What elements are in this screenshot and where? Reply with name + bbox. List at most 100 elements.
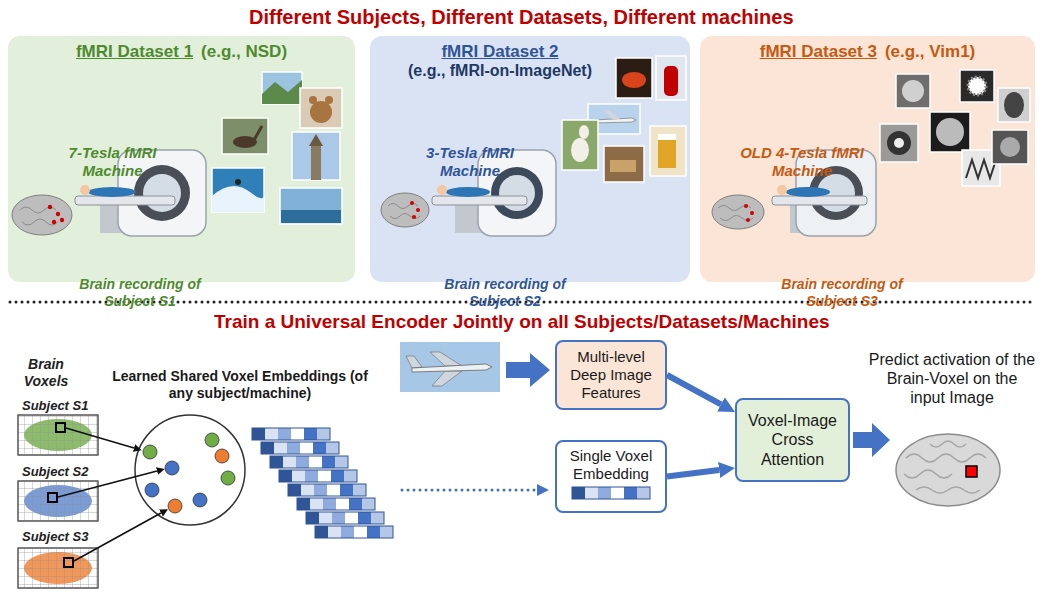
- process-box: Single Voxel Embedding: [555, 440, 667, 513]
- embedding-stack: [279, 470, 357, 482]
- brain-icon: [22, 219, 58, 225]
- dataset-title: fMRI Dataset 3: [760, 42, 877, 62]
- embedding-stack: [252, 428, 393, 538]
- embedding-space: [143, 445, 157, 459]
- brain-icon: [744, 204, 748, 208]
- brain-icon: [896, 434, 1000, 506]
- brain-icon: [712, 195, 764, 229]
- output-caption: Predict activation of the Brain-Voxel on…: [868, 350, 1036, 408]
- mri-scanner: [75, 196, 175, 205]
- embedding-stack: [297, 498, 375, 510]
- mri-scanner: [88, 187, 136, 197]
- block-arrow: [506, 353, 550, 387]
- embedding-vector: [572, 487, 650, 499]
- embedding-caption: Learned Shared Voxel Embeddings (of any …: [105, 368, 375, 402]
- brain-icon: [416, 208, 420, 212]
- page-title: Different Subjects, Different Datasets, …: [249, 5, 794, 29]
- recording-label: Brain recording of Subject S1: [70, 276, 210, 310]
- dataset-example: (e.g., NSD): [201, 42, 287, 62]
- stimulus-photos: [281, 210, 341, 223]
- brain-icon: [930, 441, 966, 447]
- stimulus-photos: [616, 58, 652, 98]
- input-image: [400, 342, 500, 392]
- embedding-space: [135, 415, 245, 525]
- input-image: [400, 342, 500, 392]
- machine-label: 3-Tesla fMRI Machine: [405, 144, 535, 180]
- stimulus-photos: [880, 70, 1030, 186]
- stimulus-photos: [579, 125, 589, 139]
- input-image: [412, 364, 492, 372]
- brain-icon: [712, 195, 764, 229]
- brain-icon: [746, 218, 750, 222]
- box-label: Single Voxel Embedding: [561, 447, 661, 483]
- mri-scanner: [446, 187, 490, 197]
- embedding-space: [215, 449, 229, 463]
- dataset-title: fMRI Dataset 2: [374, 42, 626, 62]
- stimulus-photos: [292, 132, 340, 180]
- dataset-title: fMRI Dataset 1: [76, 42, 193, 62]
- brain-icon: [412, 215, 416, 219]
- embedding-space: [168, 499, 182, 513]
- embedding-stack: [306, 512, 384, 524]
- mri-scanner: [432, 196, 527, 205]
- stimulus-photos: [658, 138, 676, 168]
- stimulus-photos: [325, 96, 333, 104]
- stimulus-photos: [880, 124, 918, 162]
- mri-scanner: [143, 174, 181, 212]
- stimulus-photos: [656, 56, 686, 100]
- stimulus-photos: [622, 72, 646, 88]
- input-image: [432, 371, 462, 386]
- flow-arrow: [667, 470, 719, 477]
- panel-header: fMRI Dataset 3(e.g., Vim1): [700, 42, 1035, 62]
- stimulus-photos: [896, 74, 930, 108]
- stimulus-photos: [311, 146, 321, 180]
- stimulus-photos: [212, 168, 264, 212]
- stimulus-photos: [212, 186, 265, 212]
- voxel-grid: [18, 481, 98, 521]
- stimulus-photos: [902, 80, 924, 102]
- voxel-arrow: [66, 428, 134, 448]
- brain-icon: [52, 220, 56, 224]
- voxel-grid: [56, 423, 65, 432]
- recording-label: Brain recording of Subject S2: [435, 276, 575, 310]
- dataset-example: (e.g., fMRI-on-ImageNet): [374, 62, 626, 80]
- embedding-space: [165, 461, 179, 475]
- stimulus-photos: [310, 101, 332, 123]
- brain-icon: [381, 193, 429, 227]
- stimulus-photos: [212, 72, 342, 224]
- box-label: Multi-level Deep Image Features: [561, 348, 661, 402]
- stimulus-photos: [1000, 137, 1020, 157]
- embedding-stack: [270, 456, 348, 468]
- recording-label: Brain recording of Subject S3: [772, 276, 912, 310]
- brain-icon: [48, 205, 52, 209]
- flow-arrow: [667, 375, 721, 404]
- brain-icon: [916, 487, 980, 493]
- stimulus-photos: [992, 130, 1028, 164]
- embedding-space: [193, 493, 207, 507]
- stimulus-photos: [604, 110, 620, 119]
- mri-scanner: [777, 185, 787, 195]
- stimulus-photos: [930, 112, 970, 152]
- stimulus-photos: [571, 138, 589, 162]
- stimulus-photos: [998, 88, 1030, 122]
- stimulus-photos: [300, 88, 342, 128]
- mri-scanner: [499, 175, 535, 211]
- box-label: Voxel-Image Cross Attention: [741, 411, 844, 469]
- mri-scanner: [75, 150, 206, 236]
- mri-scanner: [772, 150, 876, 236]
- mri-scanner: [786, 187, 830, 197]
- voxel-grid: [18, 415, 98, 455]
- panel-header: fMRI Dataset 1 (e.g., NSD): [8, 42, 355, 62]
- mri-scanner: [772, 196, 867, 205]
- embedding-stack: [288, 484, 366, 496]
- input-image: [430, 352, 462, 366]
- brain-icon: [896, 434, 1000, 506]
- stimulus-photos: [262, 80, 302, 104]
- machine-label: 7-Tesla fMRI Machine: [50, 144, 175, 180]
- embedding-space: [221, 471, 235, 485]
- panel-header: fMRI Dataset 2(e.g., fMRI-on-ImageNet): [370, 42, 630, 80]
- input-image: [406, 356, 422, 368]
- stimulus-photos: [309, 96, 317, 104]
- stimulus-photos: [960, 70, 994, 102]
